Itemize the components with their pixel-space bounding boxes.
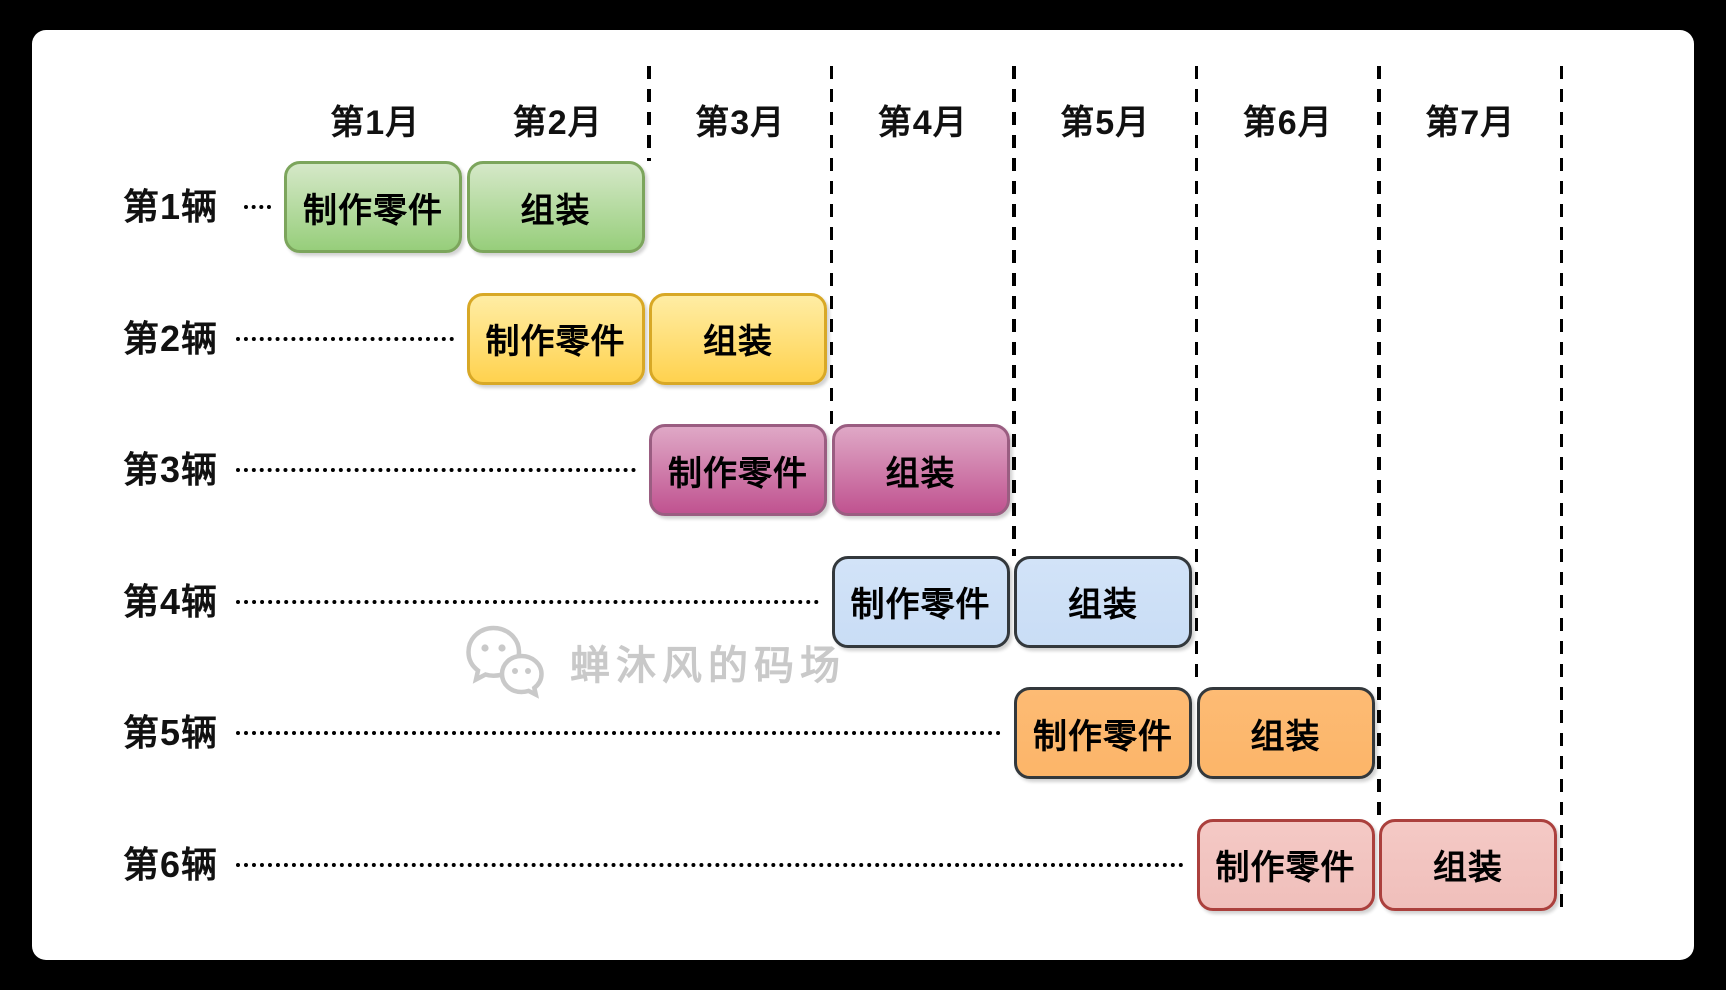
month-boundary-dashed-line-5 — [1377, 66, 1381, 819]
month-boundary-dashed-line-2 — [829, 66, 834, 424]
row-leader-dotted-line-2 — [236, 336, 454, 341]
row-label-3: 第3辆 — [122, 449, 218, 490]
month-boundary-dashed-line-3 — [1012, 66, 1016, 556]
row-label-2: 第2辆 — [122, 317, 218, 359]
task-bar-row1-make-parts: 制作零件 — [284, 161, 462, 253]
month-label-1: 第1月 — [330, 104, 421, 142]
task-bar-row4-make-parts: 制作零件 — [831, 555, 1010, 648]
task-bar-row1-assemble: 组装 — [466, 161, 645, 253]
month-label-3: 第3月 — [695, 104, 786, 142]
month-label-6: 第6月 — [1242, 104, 1333, 142]
row-leader-dotted-line-5 — [236, 731, 1001, 735]
watermark: 蝉沐风的码场 — [464, 622, 846, 702]
row-label-5: 第5辆 — [122, 712, 218, 753]
task-bar-row3-make-parts: 制作零件 — [649, 424, 827, 516]
task-bar-row2-assemble: 组装 — [649, 292, 827, 385]
task-bar-row5-make-parts: 制作零件 — [1014, 687, 1192, 779]
task-bar-row5-assemble: 组装 — [1196, 687, 1375, 779]
wechat-icon — [466, 625, 544, 699]
task-bar-row3-assemble: 组装 — [831, 424, 1010, 516]
row-label-6: 第6辆 — [122, 843, 218, 885]
month-label-5: 第5月 — [1060, 104, 1151, 142]
month-boundary-dashed-line-6 — [1559, 66, 1564, 911]
row-leader-dotted-line-6 — [236, 862, 1184, 867]
month-label-7: 第7月 — [1425, 104, 1516, 142]
row-leader-dotted-line-1 — [244, 205, 271, 209]
month-label-4: 第4月 — [877, 104, 968, 142]
row-leader-dotted-line-3 — [236, 468, 636, 472]
row-leader-dotted-line-4 — [236, 599, 819, 604]
month-label-2: 第2月 — [512, 104, 603, 142]
month-boundary-dashed-line-4 — [1194, 66, 1199, 687]
row-label-1: 第1辆 — [122, 186, 218, 227]
month-boundary-dashed-line-1 — [647, 66, 651, 161]
task-bar-row6-make-parts: 制作零件 — [1196, 818, 1375, 911]
row-label-4: 第4辆 — [122, 580, 218, 622]
task-bar-row4-assemble: 组装 — [1014, 555, 1192, 648]
task-bar-row2-make-parts: 制作零件 — [466, 292, 645, 385]
task-bar-row6-assemble: 组装 — [1379, 818, 1557, 911]
watermark-text: 蝉沐风的码场 — [570, 644, 846, 688]
